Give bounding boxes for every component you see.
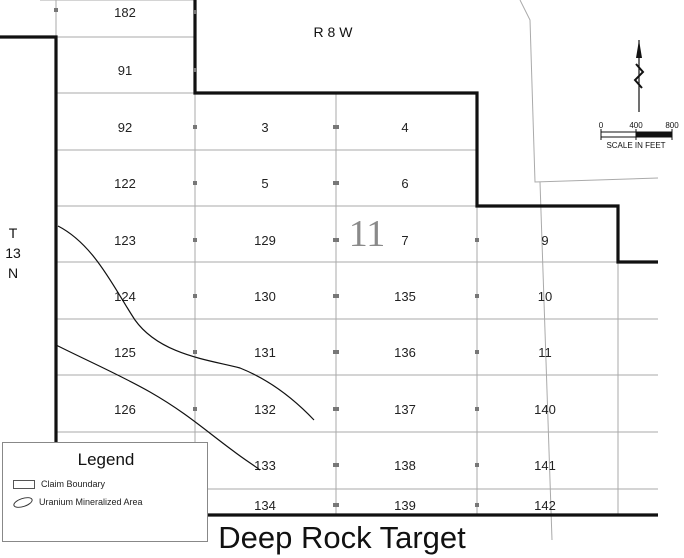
section-number: 11 [349,213,386,255]
claim-label: 139 [394,498,416,513]
corner-marker [193,181,197,185]
scale-bar: 0 400 800 SCALE IN FEET [599,121,679,150]
claim-label: 182 [114,5,136,20]
township-label-n: N [8,265,18,281]
legend-item-claim-boundary: Claim Boundary [13,479,105,489]
claim-label: 92 [118,120,132,135]
legend-item-uranium-area: Uranium Mineralized Area [12,494,143,510]
claim-label: 124 [114,289,136,304]
claim-label: 122 [114,176,136,191]
claim-label: 130 [254,289,276,304]
claim-label: 133 [254,458,276,473]
corner-marker [475,294,479,298]
ellipse-icon [12,494,34,510]
claim-label: 7 [401,233,408,248]
scale-tick-0: 0 [599,121,604,130]
claim-label: 134 [254,498,276,513]
north-arrow-icon [633,40,645,112]
claim-label: 136 [394,345,416,360]
legend: Legend Claim Boundary Uranium Mineralize… [2,442,208,542]
claim-label: 3 [261,120,268,135]
legend-item-label: Uranium Mineralized Area [39,497,143,507]
claim-label: 10 [538,289,552,304]
claim-label: 137 [394,402,416,417]
claim-label: 6 [401,176,408,191]
corner-marker [333,350,339,354]
corner-marker [333,407,339,411]
corner-marker [333,463,339,467]
claim-label: 132 [254,402,276,417]
corner-marker [475,503,479,507]
corner-markers [54,8,479,507]
claim-label: 138 [394,458,416,473]
uranium-mineralized-area [55,225,315,471]
claim-label: 91 [118,63,132,78]
claim-label: 11 [538,345,552,360]
claim-label: 141 [534,458,556,473]
legend-item-label: Claim Boundary [41,479,106,489]
corner-marker [193,294,197,298]
claim-labels: 182 91 92 3 4 122 5 6 123 129 7 9 124 130 135 10 125 131 1… [114,5,556,513]
corner-marker [475,463,479,467]
section-boundary [0,0,658,517]
map-title: Deep Rock Target [218,520,466,555]
claim-label: 131 [254,345,276,360]
claim-label: 135 [394,289,416,304]
legend-title: Legend [77,450,135,469]
corner-marker [475,350,479,354]
corner-marker [333,238,339,242]
township-label-num: 13 [5,245,21,261]
claim-label: 4 [401,120,408,135]
claim-label: 125 [114,345,136,360]
range-label: R 8 W [314,24,354,40]
corner-marker [193,10,197,14]
claim-label: 123 [114,233,136,248]
corner-marker [193,350,197,354]
claim-boundary-icon [13,479,35,489]
claim-label: 126 [114,402,136,417]
corner-marker [193,125,197,129]
corner-marker [475,407,479,411]
corner-marker [333,181,339,185]
scale-tick-400: 400 [629,121,643,130]
claim-label: 129 [254,233,276,248]
claim-label: 140 [534,402,556,417]
scale-caption: SCALE IN FEET [606,141,665,150]
corner-marker [193,238,197,242]
corner-marker [475,238,479,242]
claim-label: 5 [261,176,268,191]
corner-marker [333,125,339,129]
corner-marker [193,68,197,72]
corner-marker [54,8,58,12]
corner-marker [193,407,197,411]
scale-tick-800: 800 [665,121,679,130]
claim-label: 142 [534,498,556,513]
corner-marker [333,294,339,298]
claim-label: 9 [541,233,548,248]
township-label-t: T [9,225,18,241]
corner-marker [333,503,339,507]
